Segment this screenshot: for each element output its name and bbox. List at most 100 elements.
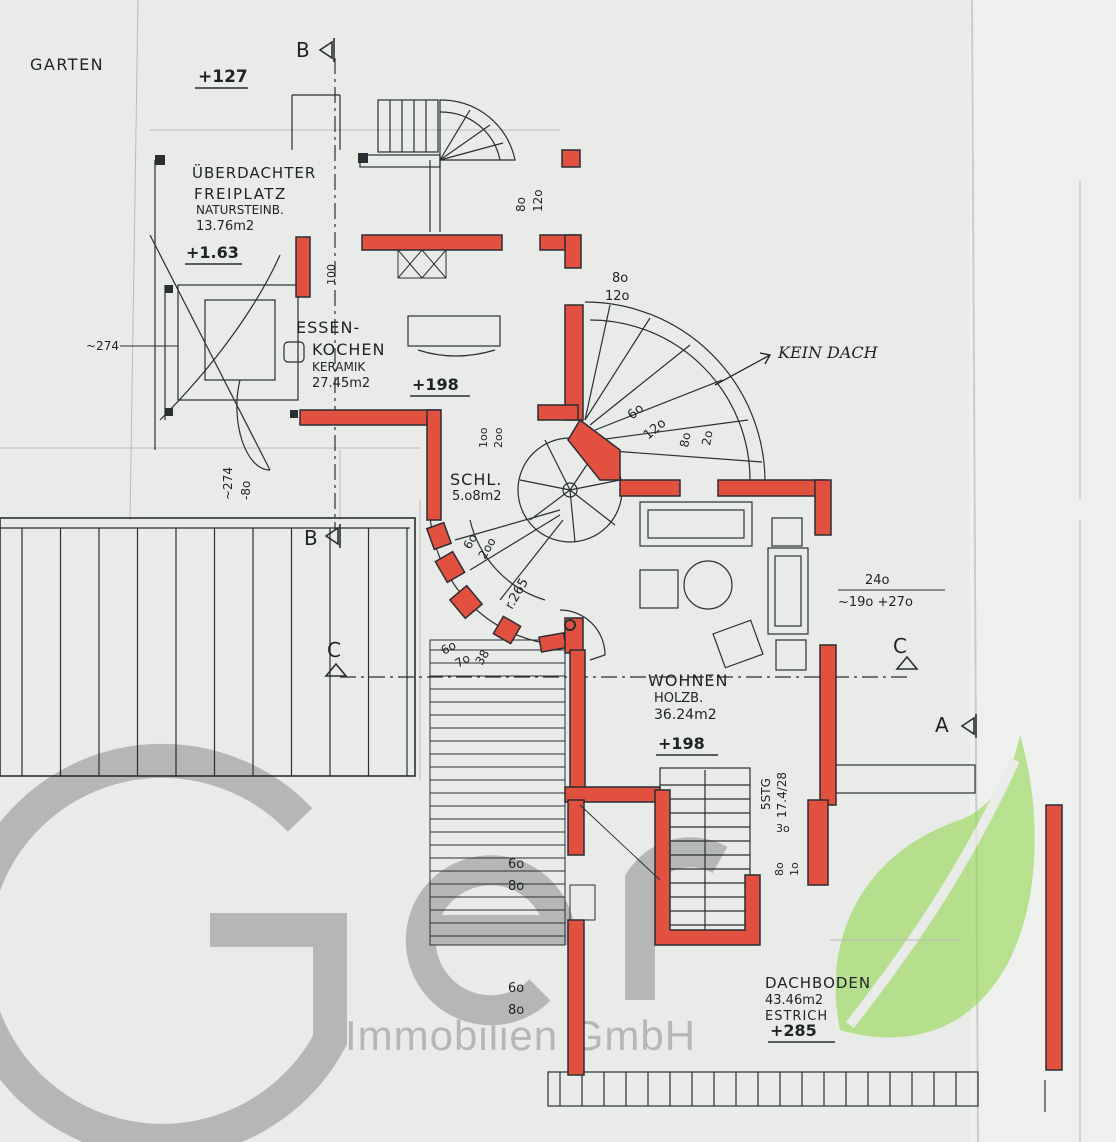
wall-segment [426, 409, 442, 521]
label-wohnen-area: 36.24m2 [654, 707, 717, 723]
wall-segment [814, 479, 832, 536]
wall-segment [654, 789, 761, 946]
label-section-b-mid: B [304, 526, 318, 550]
wall-segment [717, 479, 827, 497]
label-dim-80b: 8o [612, 271, 628, 286]
section-lines [334, 58, 910, 678]
crossed-out-area [149, 160, 299, 471]
label-section-b-top: B [296, 38, 310, 62]
label-schl: SCHL. [450, 470, 502, 489]
section-c-right-icon [895, 655, 919, 670]
label-dim-80f: 8o [508, 1003, 524, 1018]
label-section-c-right: C [893, 634, 907, 658]
wall-segment [564, 234, 582, 269]
label-dachboden-area: 43.46m2 [765, 993, 823, 1008]
label-dim-100b: 1oo [477, 427, 490, 448]
wall-segment [434, 550, 466, 584]
label-dim-30: 3o [776, 822, 790, 835]
terrace-deck [0, 517, 416, 777]
construction-lines [0, 0, 1081, 1142]
label-dim-10: 1o [788, 862, 801, 876]
wall-segment [807, 799, 829, 886]
label-essen-area: 27.45m2 [312, 376, 370, 391]
label-dachboden-2: ESTRICH [765, 1009, 828, 1024]
label-dim-100: 100 [325, 264, 338, 285]
label-dim-274b: ~274 [221, 467, 235, 500]
label-freiplatz-2: FREIPLATZ [194, 185, 287, 203]
label-elev-163: +1.63 [186, 243, 239, 262]
markers [155, 153, 576, 631]
wall-segment [567, 799, 585, 856]
label-elev-127: +127 [198, 67, 248, 87]
section-a-icon [960, 716, 975, 736]
section-c-left-icon [324, 662, 348, 677]
wall-segment [425, 521, 453, 551]
label-dim-60d: 6o [508, 857, 524, 872]
bottom-railing [547, 764, 1046, 1112]
label-dim-70: 7o [453, 651, 473, 671]
wall-segment [448, 584, 484, 620]
label-dim-80d: 8o [773, 862, 786, 876]
label-garten: GARTEN [30, 55, 104, 74]
outer-stair-top [291, 94, 516, 232]
label-elev-198b: +198 [658, 734, 705, 753]
label-dim-80e: 8o [508, 879, 524, 894]
label-elev-198a: +198 [412, 375, 459, 394]
wall-segment [537, 404, 579, 421]
label-dim-190-270: ~19o +27o [838, 595, 913, 610]
section-markers [318, 38, 977, 738]
label-dim-80a: 8o [514, 197, 528, 212]
watermark-subtitle: Immobilien GmbH [345, 1012, 696, 1059]
label-essen-1: ESSEN- [296, 318, 360, 337]
label-stg-1: 5STG [759, 778, 773, 810]
wall-segment [569, 649, 586, 791]
leaf-vein [846, 757, 1020, 1029]
furniture [283, 315, 809, 671]
wall-segment [492, 615, 522, 645]
label-section-a: A [935, 713, 949, 737]
label-dim-120a: 12o [531, 189, 545, 212]
label-section-c-left: C [327, 638, 341, 662]
left-ramp-stair [429, 639, 566, 946]
label-wohnen-2: HOLZB. [654, 691, 703, 706]
label-dim-60b: 6o [460, 532, 480, 552]
label-dim-20: 2o [699, 429, 715, 446]
wall-segment [299, 409, 441, 426]
label-dachboden: DACHBODEN [765, 974, 871, 992]
label-kein-dach: KEIN DACH [777, 343, 879, 362]
label-dim-80-small: -8o [239, 481, 253, 500]
label-dim-274: ~274 [86, 339, 119, 353]
walls [295, 149, 1063, 1076]
label-schl-area: 5.o8m2 [452, 489, 502, 504]
label-freiplatz-1: ÜBERDACHTER [192, 163, 316, 182]
label-freiplatz-area: 13.76m2 [196, 219, 254, 234]
label-dim-80c: 8o [677, 431, 693, 448]
section-b-top-icon [318, 40, 333, 60]
wall-segment [1045, 804, 1063, 1071]
watermark-e-letter [405, 855, 578, 1026]
label-dim-38: 38 [472, 647, 492, 667]
arrow-icon [714, 352, 772, 386]
wall-segment [295, 236, 311, 298]
wall-segment [361, 234, 503, 251]
wall-segment [564, 304, 584, 421]
window-markers [397, 249, 661, 921]
watermark: Immobilien GmbH [0, 743, 728, 1142]
section-b-mid-icon [324, 526, 339, 546]
label-dim-240: 24o [865, 573, 890, 588]
label-dim-200: 2oo [492, 427, 505, 448]
label-stg-2: 17.4/28 [775, 772, 789, 818]
label-essen-3: KERAMIK [312, 360, 366, 374]
wall-segment [561, 149, 581, 168]
label-wohnen: WOHNEN [648, 671, 729, 690]
label-dim-60c: 6o [439, 638, 459, 658]
label-essen-2: KOCHEN [312, 340, 386, 359]
watermark-g-letter [0, 743, 347, 1142]
label-elev-285: +285 [770, 1021, 817, 1040]
wall-segment [619, 479, 681, 497]
wall-segment [567, 919, 585, 1076]
label-freiplatz-3: NATURSTEINB. [196, 203, 284, 217]
label-dim-120b: 12o [605, 289, 630, 304]
wall-segment [538, 631, 568, 653]
